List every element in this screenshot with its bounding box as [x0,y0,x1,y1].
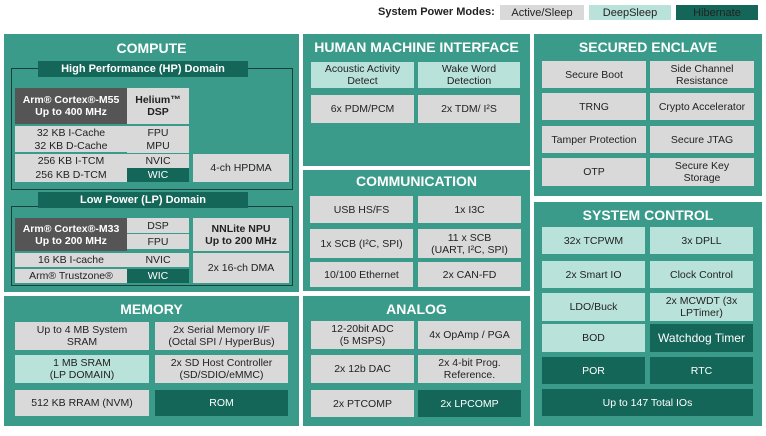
hmi-section: HUMAN MACHINE INTERFACE Acoustic Activit… [303,34,530,166]
secured-enclave-title: SECURED ENCLAVE [578,39,718,55]
legend-hibernate: Hibernate [676,5,758,20]
comm-can-fd: 2x CAN-FD [418,262,521,287]
system-por: POR [542,357,645,384]
legend-deepsleep: DeepSleep [589,5,671,20]
comm-i3c: 1x I3C [418,196,521,223]
memory-sd-host: 2x SD Host Controller (SD/SDIO/eMMC) [155,355,288,383]
system-ldo-buck: LDO/Buck [542,293,645,321]
memory-rom: ROM [155,390,288,416]
hp-fpu: FPU [127,126,189,139]
analog-title: ANALOG [386,301,447,317]
memory-rram: 512 KB RRAM (NVM) [15,390,149,416]
memory-lp-sram: 1 MB SRAM (LP DOMAIN) [15,355,149,383]
lp-nvic: NVIC [127,253,189,267]
system-mcwdt: 2x MCWDT (3x LPTimer) [650,293,753,321]
side-channel-resistance: Side Channel Resistance [650,61,754,88]
system-dpll: 3x DPLL [650,227,753,254]
otp: OTP [542,158,646,186]
analog-opamp: 4x OpAmp / PGA [418,321,521,349]
analog-ptcomp: 2x PTCOMP [311,390,414,417]
analog-prog-ref: 2x 4-bit Prog. Reference. [418,355,521,383]
lp-dma: 2x 16-ch DMA [193,253,289,283]
hp-mpu: MPU [127,139,189,153]
lp-npu: NNLite NPU Up to 200 MHz [193,218,289,251]
lp-domain-title: Low Power (LP) Domain [38,192,248,208]
lp-dsp: DSP [127,218,189,233]
comm-usb: USB HS/FS [310,196,413,223]
system-smart-io: 2x Smart IO [542,261,645,288]
hmi-acoustic-detect: Acoustic Activity Detect [311,62,414,88]
analog-lpcomp: 2x LPCOMP [418,390,521,417]
memory-system-sram: Up to 4 MB System SRAM [15,322,149,350]
lp-trustzone: Arm® Trustzone® [15,269,127,283]
memory-serial-if: 2x Serial Memory I/F (Octal SPI / HyperB… [155,322,288,350]
secured-enclave-section: SECURED ENCLAVE Secure Boot Side Channel… [534,34,762,196]
legend-active-sleep: Active/Sleep [500,5,584,20]
hmi-wake-word: Wake Word Detection [418,62,520,88]
hp-domain-title: High Performance (HP) Domain [38,61,248,77]
secure-jtag: Secure JTAG [650,126,754,153]
system-rtc: RTC [650,357,753,384]
system-bod: BOD [542,324,645,352]
communication-section: COMMUNICATION USB HS/FS 1x I3C 1x SCB (I… [303,170,530,291]
system-watchdog-timer: Watchdog Timer [650,324,753,352]
lp-wic: WIC [127,269,189,283]
hp-wic: WIC [127,168,189,182]
memory-title: MEMORY [120,301,183,317]
power-modes-label: System Power Modes: [378,6,495,18]
hp-dma: 4-ch HPDMA [193,154,289,182]
analog-dac: 2x 12b DAC [311,355,414,383]
hp-helium-dsp: Helium™ DSP [127,88,189,124]
system-control-section: SYSTEM CONTROL 32x TCPWM 3x DPLL 2x Smar… [534,202,762,426]
compute-section: COMPUTE High Performance (HP) Domain Arm… [4,34,299,292]
secure-key-storage: Secure Key Storage [650,158,754,186]
hmi-title: HUMAN MACHINE INTERFACE [314,39,519,55]
comm-ethernet: 10/100 Ethernet [310,262,413,287]
system-tcpwm: 32x TCPWM [542,227,645,254]
hp-core: Arm® Cortex®-M55 Up to 400 MHz [15,88,127,124]
crypto-accelerator: Crypto Accelerator [650,93,754,120]
hp-nvic: NVIC [127,154,189,168]
comm-scb-11: 11 x SCB (UART, I²C, SPI) [418,229,521,258]
hp-dtcm: 256 KB D-TCM [15,167,127,182]
trng: TRNG [542,93,646,120]
communication-title: COMMUNICATION [355,173,478,189]
lp-fpu: FPU [127,234,189,249]
secure-boot: Secure Boot [542,61,646,88]
hp-dcache: 32 KB D-Cache [15,139,127,152]
hp-itcm: 256 KB I-TCM [15,154,127,167]
system-control-title: SYSTEM CONTROL [582,207,714,223]
system-total-ios: Up to 147 Total IOs [542,389,753,416]
system-clock-control: Clock Control [650,261,753,288]
lp-core: Arm® Cortex®-M33 Up to 200 MHz [15,218,127,251]
compute-title: COMPUTE [116,40,187,56]
hmi-tdm-i2s: 2x TDM/ I²S [418,95,520,123]
analog-adc: 12-20bit ADC (5 MSPS) [311,321,414,349]
hp-icache: 32 KB I-Cache [15,126,127,139]
analog-section: ANALOG 12-20bit ADC (5 MSPS) 4x OpAmp / … [303,296,530,426]
memory-section: MEMORY Up to 4 MB System SRAM 2x Serial … [4,296,299,426]
tamper-protection: Tamper Protection [542,126,646,153]
lp-icache: 16 KB I-cache [15,253,127,267]
comm-scb-1: 1x SCB (I²C, SPI) [310,229,413,258]
hmi-pdm-pcm: 6x PDM/PCM [311,95,414,123]
